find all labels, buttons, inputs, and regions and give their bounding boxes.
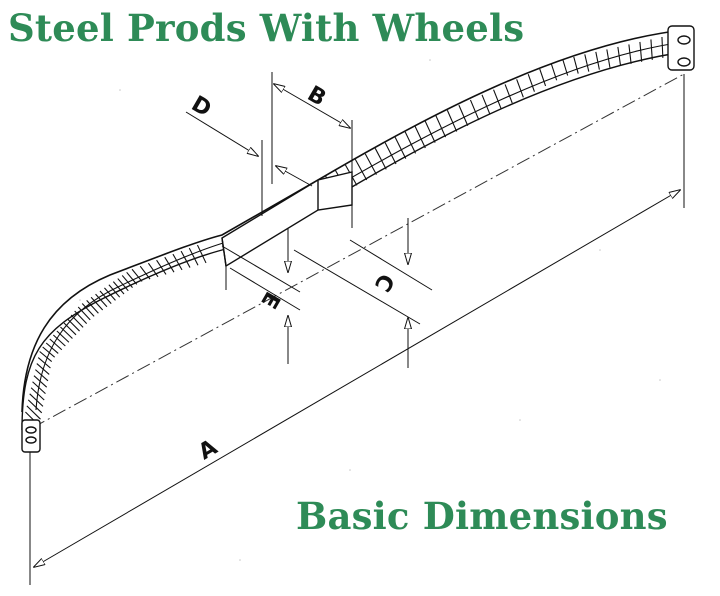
dimension-e (221, 228, 301, 364)
lamination-line (493, 89, 502, 109)
lamination-line (650, 39, 653, 60)
lamination-line (628, 44, 632, 64)
diagram-subtitle: Basic Dimensions (296, 494, 668, 538)
lamination-line (539, 68, 547, 87)
left-wheel (21, 419, 41, 453)
page-title: Steel Prods With Wheels (8, 6, 525, 50)
lamination-line (527, 73, 535, 92)
lamination-line (374, 148, 387, 170)
dimension-c-label: C (369, 269, 399, 295)
lamination-line (384, 142, 397, 165)
lamination-line (27, 399, 43, 414)
lamination-line (74, 310, 88, 324)
lamination-line (424, 120, 436, 143)
lamination-line (70, 314, 84, 328)
lamination-line (446, 110, 458, 132)
lamination-line (414, 126, 426, 149)
lamination-line (481, 94, 491, 115)
lamination-line (639, 41, 643, 62)
limb-back-edge (35, 41, 685, 411)
riser-block (221, 171, 353, 268)
lamination-line (196, 244, 207, 264)
prod-limb (21, 29, 685, 431)
lamination-line (562, 59, 569, 76)
lamination-line (394, 137, 407, 159)
lamination-line (469, 99, 480, 121)
lamination-line (26, 405, 41, 420)
lamination-line (172, 253, 183, 271)
lamination-line (354, 159, 368, 181)
lamination-line (404, 131, 417, 154)
lamination-line (188, 247, 199, 266)
limb-lamination-hatch (25, 34, 674, 426)
dimension-c (293, 218, 433, 368)
lamination-line (458, 104, 469, 126)
dimension-a-label: A (195, 435, 222, 465)
dimension-d (185, 111, 313, 216)
lamination-line (504, 84, 513, 104)
lamination-line (60, 326, 73, 339)
limb-upper-edge (21, 29, 685, 413)
limb-lower-face (21, 51, 685, 431)
lamination-line (584, 54, 590, 72)
lamination-line (516, 79, 524, 98)
lamination-line (573, 56, 579, 74)
dimension-e-label: E (255, 287, 284, 313)
lamination-line (595, 51, 600, 70)
lamination-line (180, 250, 191, 268)
lamination-line (550, 63, 558, 81)
lamination-line (63, 322, 77, 336)
lamination-line (661, 36, 664, 58)
dimension-d-label: D (187, 92, 215, 123)
lamination-line (67, 318, 80, 332)
right-wheel (667, 25, 695, 71)
lamination-line (606, 49, 611, 68)
lamination-line (435, 115, 447, 138)
dimension-b (271, 72, 353, 228)
dimension-b-label: B (303, 82, 330, 112)
lamination-line (364, 153, 377, 175)
center-line (31, 73, 685, 429)
lamination-line (617, 46, 622, 66)
paper-texture (79, 59, 661, 561)
dimension-a (29, 74, 685, 585)
